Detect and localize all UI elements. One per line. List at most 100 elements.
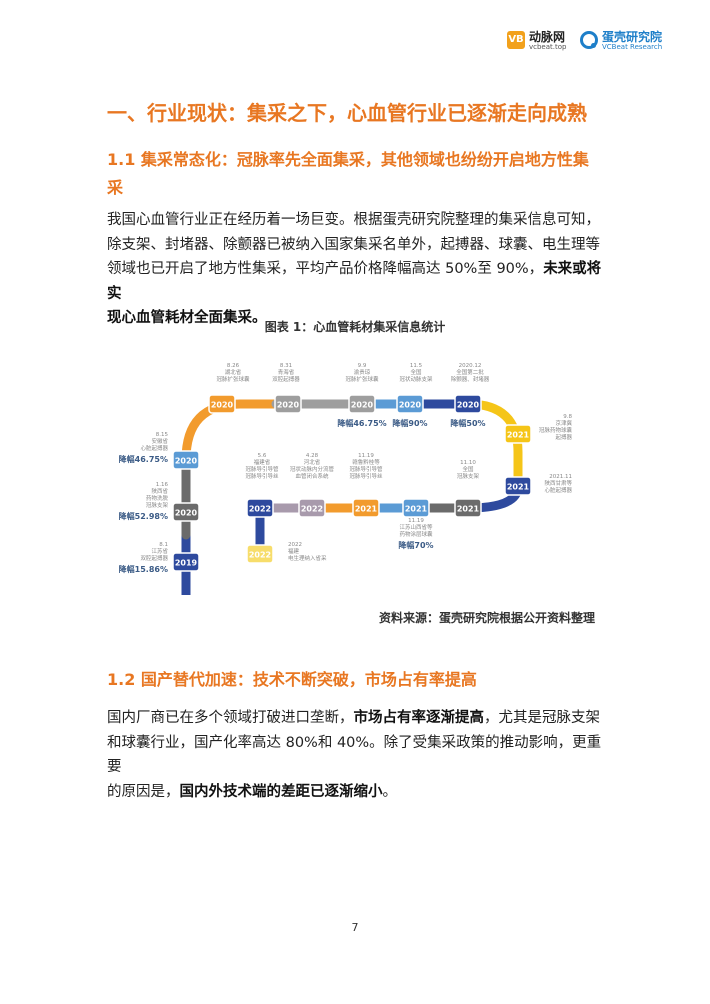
station-note-line: 冠脉药物球囊	[539, 426, 573, 434]
station-note-line: 8.26	[227, 363, 240, 369]
vcbeat-research-logo-icon	[580, 31, 598, 49]
vcbeat-logo-mark: VB	[507, 31, 525, 49]
station-note-line: 药物涂层球囊	[399, 530, 433, 538]
station-note-line: 5.6	[258, 453, 267, 459]
station-note-line: 1.16	[156, 482, 169, 488]
figure-caption: 图表 1：心血管耗材集采信息统计	[264, 320, 446, 334]
timeline-station	[504, 476, 532, 496]
price-drop-label: 降幅50%	[450, 418, 485, 428]
vcbeat-logo-name: 动脉网	[529, 30, 566, 44]
timeline-station	[454, 498, 482, 518]
timeline-station	[396, 394, 424, 414]
price-drop-label: 降幅46.75%	[119, 454, 168, 464]
timeline-station	[208, 394, 236, 414]
station-note-line: 心脏起搏器	[544, 486, 572, 494]
para2-line3-bold: 国内外技术端的差距已逐渐缩小	[179, 783, 383, 800]
para2-line2: 和球囊行业，国产化率高达 80%和 40%。除了受集采政策的推动影响，更重要	[107, 734, 602, 776]
section-1-2-title: 1.2 国产替代加速：技术不断突破，市场占有率提高	[107, 670, 477, 689]
chapter-heading: 一、行业现状：集采之下，心血管行业已逐渐走向成熟	[107, 101, 587, 125]
station-note-line: 青海省	[278, 368, 295, 376]
para2-line1: 国内厂商已在多个领域打破进口垄断，市场占有率逐渐提高，尤其是冠脉支架	[107, 706, 607, 731]
station-note-line: 11.10	[460, 460, 476, 466]
para2-line1-a: 国内厂商已在多个领域打破进口垄断，	[107, 710, 354, 726]
vcbeat-research-name: 蛋壳研究院	[602, 30, 663, 44]
station-note-line: 湖北省	[225, 368, 242, 376]
timeline-station	[454, 394, 482, 414]
section-1-2-paragraph: 国内厂商已在多个领域打破进口垄断，市场占有率逐渐提高，尤其是冠脉支架 和球囊行业…	[107, 706, 607, 804]
timeline-track-segment	[181, 399, 281, 465]
timeline-station	[246, 544, 274, 564]
station-note-line: 11.5	[410, 363, 423, 369]
station-note-line: 福建	[288, 547, 300, 555]
timeline-station	[274, 394, 302, 414]
station-year-label: 2020	[351, 401, 374, 410]
station-year-label: 2020	[457, 401, 480, 410]
timeline-station	[402, 498, 430, 518]
station-year-label: 2021	[507, 431, 530, 440]
station-note-line: 药物洗脱	[146, 494, 169, 502]
station-note-line: 2020.12	[459, 363, 482, 369]
station-note-line: 江苏省	[151, 547, 168, 555]
para2-line1-bold: 市场占有率逐渐提高	[353, 710, 485, 726]
station-year-label: 2022	[249, 551, 271, 560]
page-number: 7	[351, 921, 359, 934]
timeline-station	[246, 498, 274, 518]
station-note-line: 起搏器	[555, 433, 572, 441]
station-note-line: 双腔起搏器	[140, 554, 168, 562]
timeline-station	[504, 424, 532, 444]
station-note-line: 双腔起搏器	[272, 375, 300, 383]
station-note-line: 冠脉支架	[457, 472, 480, 480]
timeline-station	[172, 502, 200, 522]
vcbeat-logo-letters: VB	[508, 34, 524, 45]
station-note-line: 4.28	[306, 453, 319, 459]
station-note-line: 渝贵琼	[354, 368, 371, 376]
para1-line2: 除支架、封堵器、除颤器已被纳入国家集采名单外，起搏器、球囊、电生理等	[107, 236, 600, 253]
station-note-line: 全国	[462, 465, 474, 473]
station-year-label: 2020	[175, 509, 198, 518]
price-drop-label: 降幅52.98%	[119, 511, 168, 521]
price-drop-label: 降幅15.86%	[119, 564, 168, 574]
station-note-line: 京津冀	[555, 419, 572, 427]
station-year-label: 2019	[175, 559, 198, 568]
station-note-line: 冠脉扩张球囊	[345, 375, 379, 383]
timeline-station	[348, 394, 376, 414]
station-year-label: 2021	[355, 505, 378, 514]
station-note-line: 血管闭合系统	[295, 472, 329, 480]
para1-line3-text: 领域也已开启了地方性集采，平均产品价格降幅高达 50%至 90%，	[107, 261, 544, 278]
timeline-station	[172, 552, 200, 572]
station-note-line: 陕西省	[151, 487, 168, 495]
para2-line3-a: 的原因是，	[107, 783, 180, 800]
timeline-notes: 8.1江苏省双腔起搏器降幅15.86%1.16陕西省药物洗脱冠脉支架降幅52.9…	[119, 363, 573, 574]
para1-line4-bold: 现心血管耗材全面集采。	[107, 310, 267, 327]
station-note-line: 11.19	[408, 518, 424, 524]
station-note-line: 福建省	[254, 458, 271, 466]
timeline-station	[298, 498, 326, 518]
station-note-line: 冠脉导引导丝	[349, 472, 383, 480]
station-year-label: 2021	[405, 505, 428, 514]
station-year-label: 2020	[175, 457, 198, 466]
section-1-1-paragraph: 我国心血管行业正在经历着一场巨变。根据蛋壳研究院整理的集采信息可知， 除支架、封…	[107, 208, 607, 331]
station-note-line: 除颤器、封堵器	[451, 375, 490, 383]
para2-line3-c: 。	[382, 783, 398, 800]
station-note-line: 2022	[288, 542, 302, 548]
station-note-line: 冠脉扩张球囊	[216, 375, 250, 383]
station-year-label: 2021	[457, 505, 480, 514]
station-note-line: 2021.11	[549, 474, 572, 480]
station-note-line: 8.31	[280, 363, 292, 369]
station-note-line: 9.8	[563, 414, 572, 420]
station-note-line: 冠脉导引导管	[245, 465, 279, 473]
section-1-1-title: 1.1 集采常态化：冠脉率先全面集采，其他领域也纷纷开启地方性集 采	[107, 146, 589, 202]
station-note-line: 江苏山西省等	[399, 523, 433, 531]
station-note-line: 冠脉导引导丝	[245, 472, 279, 480]
station-note-line: 河北省	[304, 458, 321, 466]
figure-source: 资料来源：蛋壳研究院根据公开资料整理	[379, 611, 596, 625]
timeline-station	[172, 450, 200, 470]
para1-line4: 现心血管耗材全面集采。	[107, 306, 607, 331]
station-note-line: 心脏起搏器	[140, 444, 168, 452]
station-note-line: 冠状动脉支架	[399, 375, 433, 383]
vcbeat-research-subtitle: VCBeat Research	[602, 43, 663, 51]
station-year-label: 2022	[249, 505, 271, 514]
station-note-line: 安徽省	[151, 437, 168, 445]
station-note-line: 陕西甘肃等	[544, 479, 572, 487]
